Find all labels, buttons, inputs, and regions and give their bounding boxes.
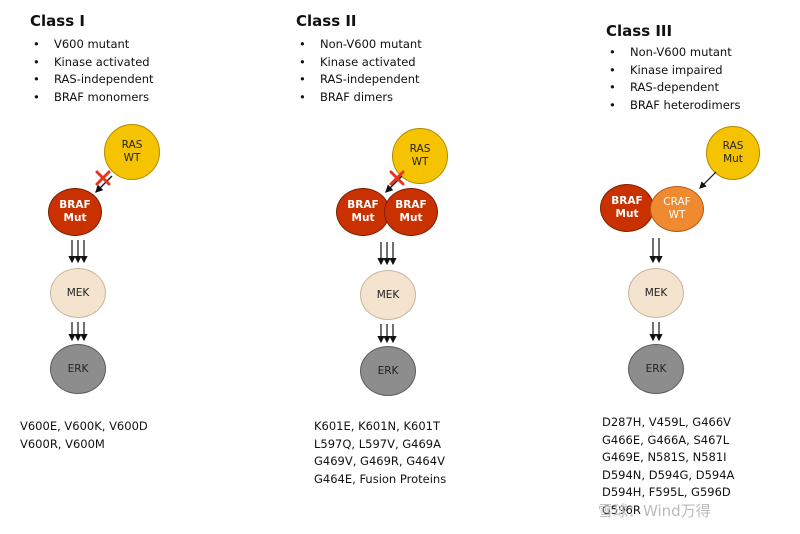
class-2-mutation-line: K601E, K601N, K601T (314, 419, 440, 433)
class-2-ras-arrow (385, 175, 403, 193)
class-2-braf-label: BRAF Mut (395, 199, 427, 224)
class-2-triple-arrow-erk (377, 324, 397, 344)
class-2-triple-arrow-mek (377, 242, 397, 266)
class-3-mutation-line: D287H, V459L, G466V (602, 415, 732, 429)
class-1-mek-node: MEK (50, 268, 106, 318)
class-1-braf-label: BRAF Mut (59, 199, 91, 224)
class-2-mek-node: MEK (360, 270, 416, 320)
class-3-braf-label: BRAF Mut (611, 195, 643, 220)
class-2-mutations: K601E, K601N, K601T L597Q, L597V, G469A … (314, 418, 446, 488)
class-1-feature: BRAF monomers (30, 89, 154, 107)
class-1-feature: RAS-independent (30, 71, 154, 89)
class-1-ras-arrow (95, 175, 113, 193)
class-1-triple-arrow-erk (68, 322, 88, 342)
class-2-braf-node-a: BRAF Mut (336, 188, 390, 236)
class-1-feature: Kinase activated (30, 54, 154, 72)
class-1-mutations: V600E, V600K, V600D V600R, V600M (20, 418, 148, 453)
class-1-erk-label: ERK (67, 362, 89, 375)
class-2-feature: Non-V600 mutant (296, 36, 422, 54)
class-1-mek-label: MEK (66, 286, 90, 299)
class-2-block-x-icon (389, 170, 405, 186)
class-2-feature: BRAF dimers (296, 89, 422, 107)
class-3-braf-node: BRAF Mut (600, 184, 654, 232)
class-1-ras-node: RAS WT (104, 124, 160, 180)
class-3-title: Class III (606, 22, 673, 40)
class-1-feature: V600 mutant (30, 36, 154, 54)
class-3-feature: Kinase impaired (606, 62, 741, 80)
class-2-mek-label: MEK (376, 288, 400, 301)
class-3-feature: RAS-dependent (606, 79, 741, 97)
class-2-ras-label: RAS WT (409, 143, 431, 168)
class-3-erk-label: ERK (645, 362, 667, 375)
class-3-ras-node: RAS Mut (706, 126, 760, 180)
class-3-mek-label: MEK (644, 286, 668, 299)
class-1-triple-arrow-mek (68, 240, 88, 264)
class-2-braf-node-b: BRAF Mut (384, 188, 438, 236)
class-1-braf-node: BRAF Mut (48, 188, 102, 236)
class-2-title: Class II (296, 12, 357, 30)
class-3-mutation-line: G596R (602, 502, 641, 517)
class-3-mek-node: MEK (628, 268, 684, 318)
class-3-double-arrow-mek (649, 238, 663, 264)
class-1-erk-node: ERK (50, 344, 106, 394)
class-3-mutations: D287H, V459L, G466V G466E, G466A, S467L … (602, 414, 734, 519)
class-3-craf-label: CRAF WT (663, 196, 691, 221)
class-3-double-arrow-erk (649, 322, 663, 342)
class-2-erk-node: ERK (360, 346, 416, 396)
class-1-title: Class I (30, 12, 85, 30)
watermark: 雪球：Wind万得 (598, 502, 711, 520)
class-3-feature: BRAF heterodimers (606, 97, 741, 115)
class-2-erk-label: ERK (377, 364, 399, 377)
class-1-features: V600 mutant Kinase activated RAS-indepen… (30, 36, 154, 106)
class-3-mutation-line: D594N, D594G, D594A (602, 467, 735, 482)
class-3-mutation-line: G469E, N581S, N581I (602, 450, 727, 464)
class-1-mutation-line: V600E, V600K, V600D (20, 419, 148, 433)
class-3-ras-label: RAS Mut (722, 140, 744, 165)
class-3-mutation-line: D594H, F595L, G596D (602, 485, 731, 499)
class-1-ras-label: RAS WT (121, 139, 143, 164)
class-3-mutation-line: G466E, G466A, S467L (602, 432, 730, 447)
class-2-features: Non-V600 mutant Kinase activated RAS-ind… (296, 36, 422, 106)
class-2-mutation-line: G464E, Fusion Proteins (314, 471, 447, 486)
class-2-feature: Kinase activated (296, 54, 422, 72)
class-3-ras-arrow (699, 171, 717, 189)
class-3-features: Non-V600 mutant Kinase impaired RAS-depe… (606, 44, 741, 114)
class-2-mutation-line: L597Q, L597V, G469A (314, 436, 441, 451)
class-2-mutation-line: G469V, G469R, G464V (314, 454, 445, 468)
class-3-erk-node: ERK (628, 344, 684, 394)
class-2-feature: RAS-independent (296, 71, 422, 89)
class-3-feature: Non-V600 mutant (606, 44, 741, 62)
class-2-braf-label: BRAF Mut (347, 199, 379, 224)
class-1-mutation-line: V600R, V600M (20, 436, 105, 451)
class-1-block-x-icon (95, 170, 111, 186)
class-3-craf-node: CRAF WT (650, 186, 704, 232)
